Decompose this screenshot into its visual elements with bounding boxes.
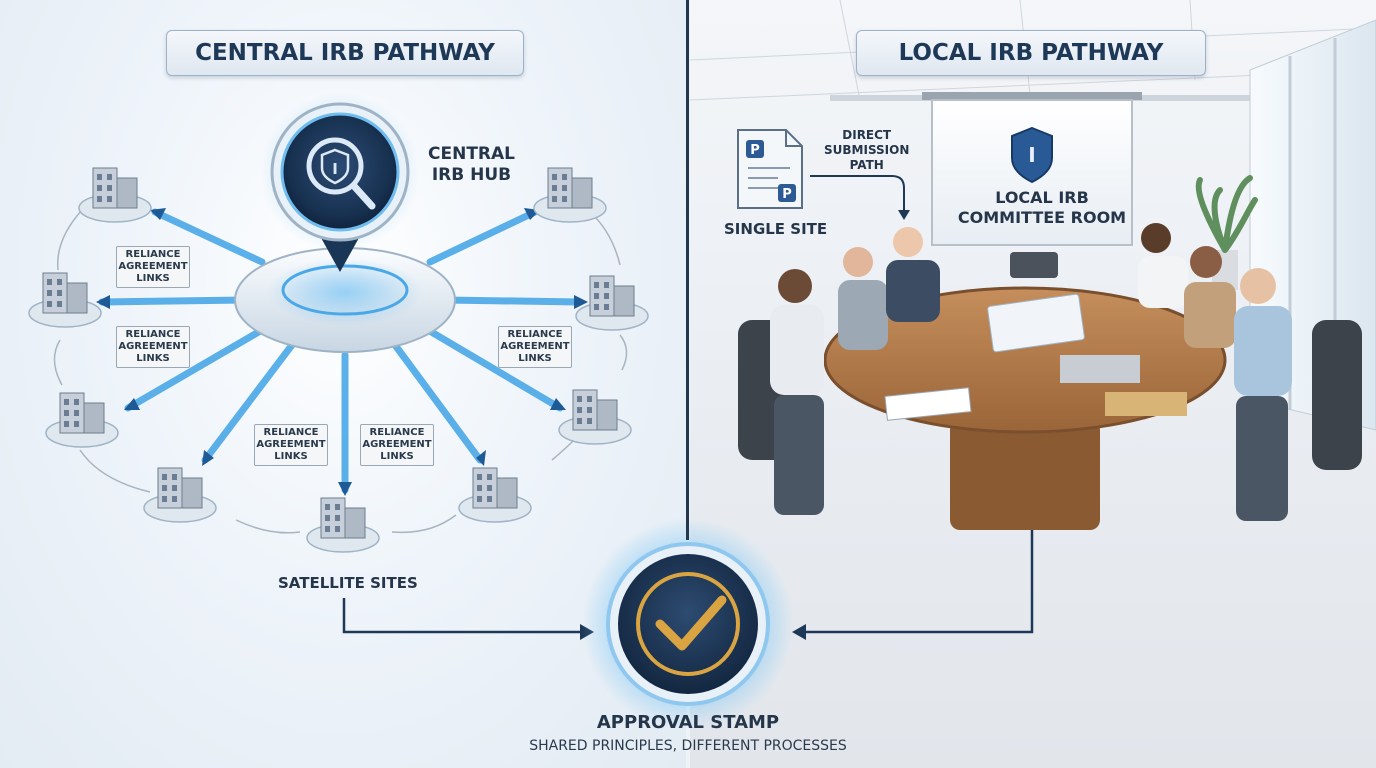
satellite-sites-layer bbox=[28, 167, 649, 553]
file-stack bbox=[1060, 355, 1140, 383]
screen-label: LOCAL IRB COMMITTEE ROOM bbox=[957, 188, 1127, 227]
svg-text:I: I bbox=[332, 160, 338, 178]
svg-text:P: P bbox=[782, 187, 792, 202]
central-to-stamp-connector bbox=[342, 598, 582, 634]
meeting-participants bbox=[738, 223, 1362, 521]
building-icon bbox=[92, 167, 138, 209]
satellite-site[interactable] bbox=[533, 167, 607, 223]
papers bbox=[884, 387, 972, 421]
checkmark-icon bbox=[655, 595, 727, 651]
single-site-label: SINGLE SITE bbox=[724, 220, 828, 238]
building-icon bbox=[472, 467, 518, 509]
satellite-site[interactable] bbox=[306, 497, 380, 553]
direct-submission-label: DIRECT SUBMISSION PATH bbox=[824, 128, 910, 172]
satellite-site[interactable] bbox=[143, 467, 217, 523]
building-icon bbox=[589, 275, 635, 317]
conference-table bbox=[823, 286, 1227, 530]
satellite-site[interactable] bbox=[558, 389, 632, 445]
approval-stamp-icon[interactable] bbox=[582, 518, 794, 730]
central-irb-title: CENTRAL IRB PATHWAY bbox=[166, 30, 524, 76]
chair-back bbox=[1010, 252, 1058, 278]
approval-stamp-subtitle: SHARED PRINCIPLES, DIFFERENT PROCESSES bbox=[529, 738, 847, 754]
building-icon bbox=[547, 167, 593, 209]
participant bbox=[1184, 246, 1236, 348]
local-irb-title: LOCAL IRB PATHWAY bbox=[856, 30, 1206, 76]
central-irb-hub-label: CENTRAL IRB HUB bbox=[428, 144, 515, 186]
satellite-site[interactable] bbox=[78, 167, 152, 223]
building-icon bbox=[59, 392, 105, 434]
participant bbox=[1138, 223, 1188, 308]
satellite-site[interactable] bbox=[458, 467, 532, 523]
building-icon bbox=[157, 467, 203, 509]
participant bbox=[886, 227, 940, 322]
submission-path-line bbox=[810, 175, 905, 212]
participant bbox=[770, 269, 824, 515]
center-document bbox=[987, 293, 1085, 353]
hub-network: I bbox=[53, 92, 628, 534]
chair-right bbox=[1312, 320, 1362, 470]
satellite-site[interactable] bbox=[28, 272, 102, 328]
hub-label-line2: IRB HUB bbox=[431, 165, 512, 185]
participant bbox=[838, 247, 888, 350]
spoke-arrowheads bbox=[96, 208, 588, 496]
conference-room-illustration: I bbox=[690, 0, 1376, 530]
screen-shield-icon: I bbox=[1011, 126, 1053, 184]
projection-screen: I bbox=[922, 92, 1142, 246]
single-site-document-icon: P P bbox=[737, 129, 803, 209]
hub-label-line1: CENTRAL bbox=[428, 144, 515, 164]
shield-magnifier-icon: I bbox=[306, 137, 376, 210]
connector-arrowhead bbox=[792, 624, 806, 640]
central-irb-hub-icon[interactable]: I bbox=[260, 92, 420, 272]
svg-text:I: I bbox=[1028, 143, 1035, 167]
approval-stamp-label: APPROVAL STAMP bbox=[596, 712, 780, 733]
building-icon bbox=[320, 497, 366, 539]
hub-platform bbox=[234, 247, 456, 353]
svg-text:P: P bbox=[750, 143, 760, 158]
building-icon bbox=[42, 272, 88, 314]
participant bbox=[1234, 268, 1292, 521]
satellite-site[interactable] bbox=[45, 392, 119, 448]
local-to-stamp-connector bbox=[804, 530, 1034, 634]
submission-arrowhead bbox=[898, 210, 910, 220]
reliance-spokes bbox=[98, 208, 584, 494]
satellite-site[interactable] bbox=[575, 275, 649, 331]
building-icon bbox=[572, 389, 618, 431]
panel-divider bbox=[686, 0, 689, 540]
folder-stack bbox=[1105, 392, 1187, 416]
satellite-sites-label: SATELLITE SITES bbox=[278, 574, 418, 592]
